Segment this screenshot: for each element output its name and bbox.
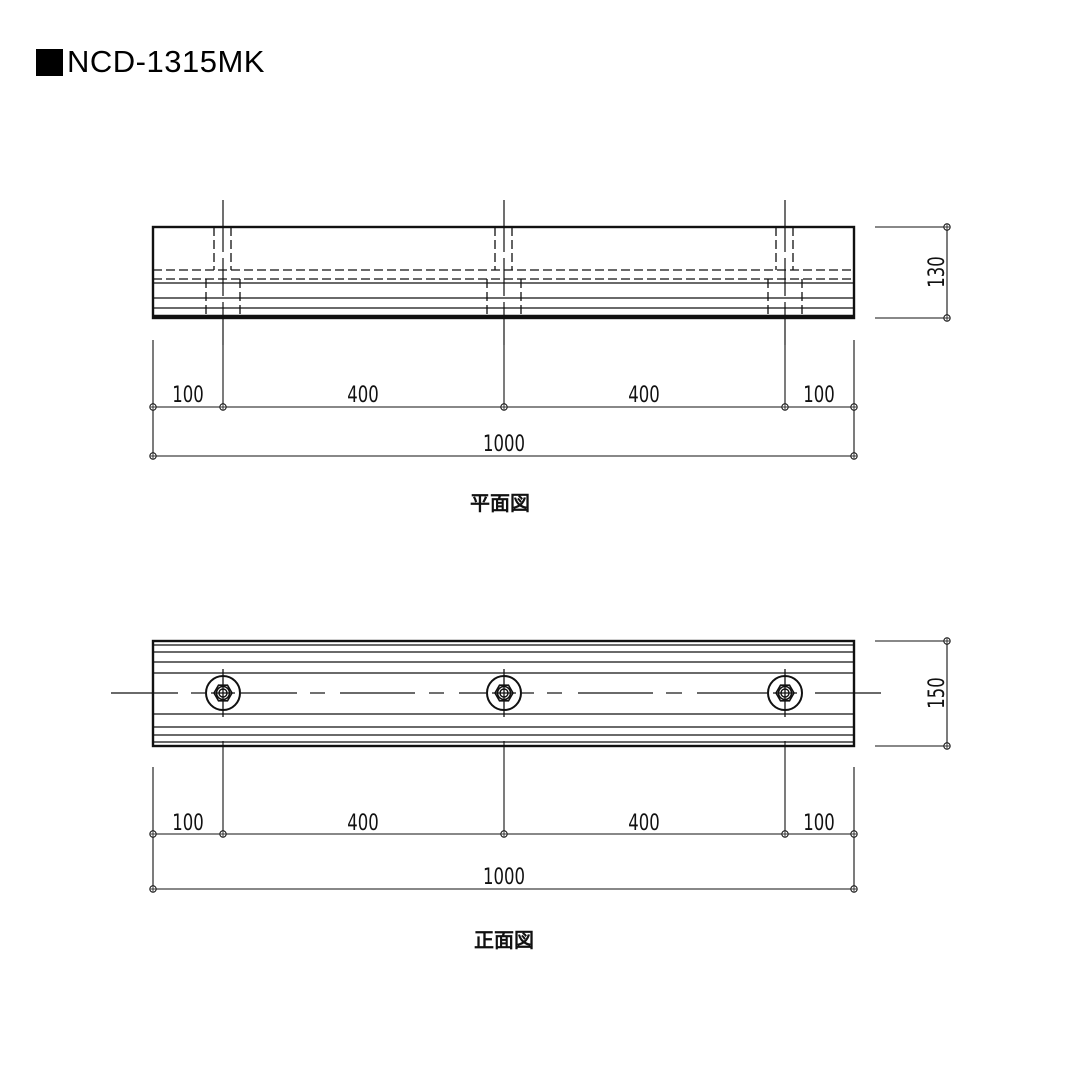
drawing-title: NCD-1315MK (36, 44, 265, 80)
front-view-caption: 正面図 (474, 928, 534, 952)
front-dim-segment-1: 100 (172, 810, 203, 836)
plan-dim-segment-4: 100 (803, 382, 834, 408)
plan-view: 130 100 400 400 100 1000 (149, 200, 951, 460)
bolt-icon (767, 668, 803, 718)
plan-dim-overall: 1000 (483, 431, 525, 457)
plan-dim-segment-3: 400 (628, 382, 659, 408)
title-marker-square (36, 48, 63, 76)
front-height-label: 150 (924, 677, 950, 708)
bolt-icon (486, 668, 522, 718)
plan-center-lines (222, 200, 786, 345)
bolt-icon (205, 668, 241, 718)
plan-dim-segment-2: 400 (347, 382, 378, 408)
plan-hidden-lines (153, 227, 854, 316)
plan-view-caption: 平面図 (470, 491, 530, 515)
front-dim-segment-3: 400 (628, 810, 659, 836)
plan-dim-segment-1: 100 (172, 382, 203, 408)
plan-height-label: 130 (924, 256, 950, 287)
model-number: NCD-1315MK (67, 44, 265, 79)
front-height-dimension (875, 640, 948, 747)
front-dim-segment-2: 400 (347, 810, 378, 836)
front-dim-overall: 1000 (483, 864, 525, 890)
plan-height-dimension (875, 226, 948, 319)
front-view: 150 100 400 400 100 1000 (111, 637, 951, 893)
front-dim-segment-4: 100 (803, 810, 834, 836)
